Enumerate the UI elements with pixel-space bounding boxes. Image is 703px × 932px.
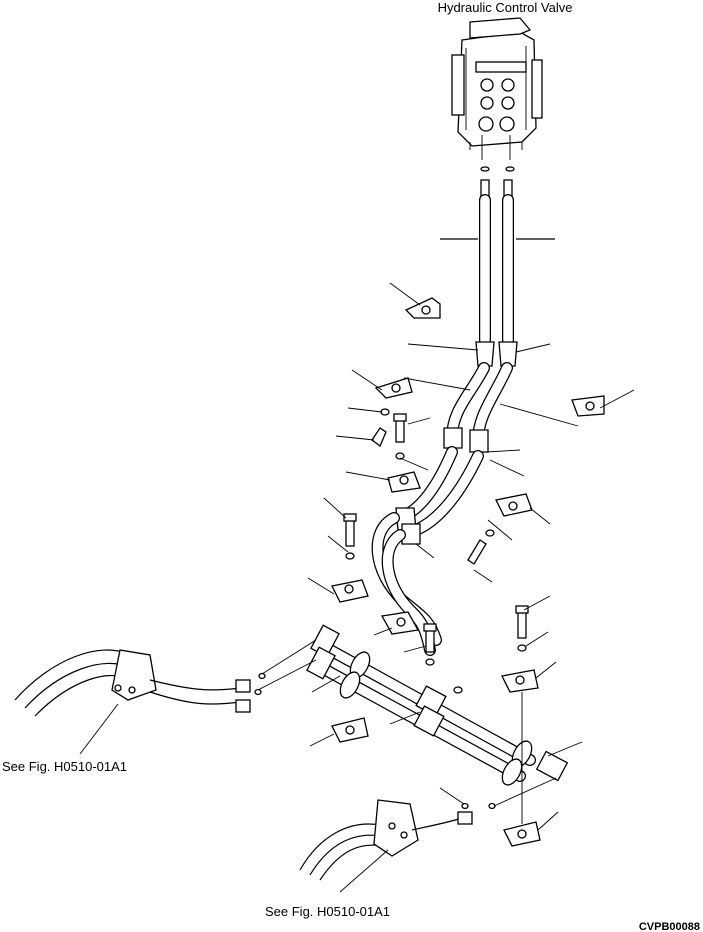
clamp-brackets (331, 297, 605, 847)
reference-label-left: See Fig. H0510-01A1 (2, 759, 127, 774)
bolts-and-washers (254, 408, 529, 810)
control-valve (451, 17, 543, 160)
reference-label-bottom: See Fig. H0510-01A1 (265, 904, 390, 919)
left-pedal-hoses (14, 649, 251, 717)
diagram-title: Hydraulic Control Valve (438, 0, 573, 15)
lower-pipe-assembly (306, 624, 569, 786)
drawing-code: CVPB00088 (639, 921, 700, 932)
valve-o-rings (480, 166, 515, 172)
bottom-pedal-hoses (299, 799, 473, 881)
upper-hose-pair (440, 179, 555, 367)
leader-lines (79, 282, 635, 893)
middle-hose-pair (371, 362, 513, 656)
